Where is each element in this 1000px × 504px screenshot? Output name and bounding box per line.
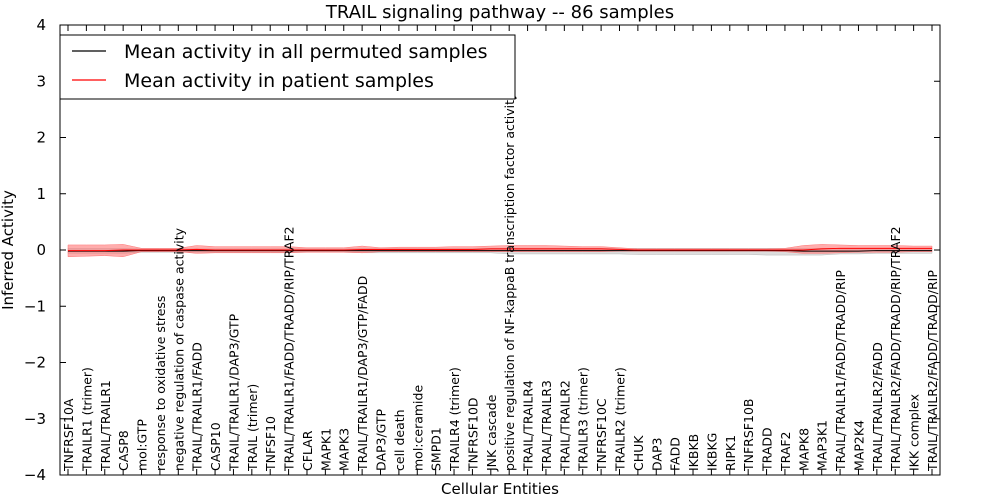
y-tick-label: 4	[36, 16, 46, 34]
y-tick-label: 2	[36, 129, 46, 147]
x-axis-label: Cellular Entities	[441, 480, 559, 498]
legend: Mean activity in all permuted samples Me…	[59, 34, 516, 100]
x-tick-label: positive regulation of NF-kappaB transcr…	[502, 92, 517, 471]
x-tick-label: FADD	[668, 437, 683, 471]
y-tick-label: 1	[36, 185, 46, 203]
x-tick-label: SMPD1	[429, 427, 444, 471]
x-tick-label: TRAILR4 (trimer)	[447, 367, 462, 472]
x-tick-label: CFLAR	[300, 430, 315, 471]
x-tick-label: RIPK1	[723, 435, 738, 471]
x-tick-label: MAPK3	[337, 428, 352, 471]
y-axis-ticks: 4 3 2 1 0 −1 −2 −3 −4	[24, 16, 940, 484]
x-tick-label: TRAIL/TRAILR1/DAP3/GTP/FADD	[355, 276, 370, 472]
x-tick-label: IKBKB	[686, 434, 701, 471]
y-tick-label: −4	[24, 466, 46, 484]
x-tick-label: JNK cascade	[484, 394, 499, 472]
x-tick-label: TRAIL/TRAILR1/DAP3/GTP	[226, 313, 241, 472]
x-tick-label: response to oxidative stress	[153, 296, 168, 471]
legend-label-permuted: Mean activity in all permuted samples	[124, 41, 487, 63]
x-tick-label: TRAIL/TRAILR3	[539, 380, 554, 472]
x-tick-label: DAP3/GTP	[374, 408, 389, 471]
x-tick-label: MAP3K1	[815, 420, 830, 471]
chart-title: TRAIL signaling pathway -- 86 samples	[325, 2, 674, 23]
x-tick-label: TRAIL/TRAILR1/FADD/TRADD/RIP/TRAF2	[282, 226, 297, 472]
x-tick-label: TNFRSF10D	[465, 397, 480, 472]
x-tick-label: CHUK	[631, 435, 646, 471]
x-tick-label: negative regulation of caspase activity	[171, 227, 186, 471]
permuted-mean-line	[68, 250, 932, 252]
patient-mean-line	[68, 247, 932, 252]
x-tick-label: TRAIL/TRAILR4	[521, 380, 536, 472]
y-axis-label: Inferred Activity	[0, 190, 17, 310]
series-lines	[68, 247, 932, 252]
legend-box	[59, 34, 516, 100]
x-tick-label: TRAIL/TRAILR2	[557, 380, 572, 472]
y-tick-label: −3	[24, 410, 46, 428]
x-tick-label: TRADD	[760, 427, 775, 472]
x-tick-label: TRAIL/TRAILR1/FADD	[190, 342, 205, 472]
x-tick-label: TNFSF10	[263, 416, 278, 472]
x-axis-ticks	[67, 25, 933, 475]
y-tick-label: −2	[24, 354, 46, 372]
x-tick-label: TRAF2	[778, 431, 793, 472]
x-tick-label: TNFRSF10A	[61, 398, 76, 472]
x-tick-label: TRAIL (trimer)	[245, 384, 260, 472]
x-tick-label: MAPK1	[318, 428, 333, 471]
x-tick-label: TRAILR2 (trimer)	[612, 367, 627, 472]
x-tick-label: cell death	[392, 409, 407, 471]
x-tick-label: IKK complex	[907, 394, 922, 471]
y-tick-label: −1	[24, 297, 46, 315]
x-tick-label: TRAILR3 (trimer)	[576, 367, 591, 472]
y-tick-label: 3	[36, 72, 46, 90]
x-tick-label: TRAIL/TRAILR1	[98, 380, 113, 472]
y-tick-label: 0	[36, 241, 46, 259]
x-tick-label: DAP3	[649, 438, 664, 471]
x-tick-label: TRAIL/TRAILR2/FADD/TRADD/RIP	[925, 270, 940, 472]
x-tick-label: MAPK8	[796, 428, 811, 471]
x-tick-label: TNFRSF10B	[741, 399, 756, 472]
x-tick-label: mol:GTP	[135, 419, 150, 471]
x-tick-label: TNFRSF10C	[594, 398, 609, 472]
x-tick-label: CASP10	[208, 422, 223, 471]
x-tick-label: MAP2K4	[851, 420, 866, 471]
x-tick-label: TRAILR1 (trimer)	[79, 367, 94, 472]
x-tick-label: TRAIL/TRAILR2/FADD	[870, 342, 885, 472]
legend-label-patient: Mean activity in patient samples	[124, 70, 434, 92]
x-tick-label: TRAIL/TRAILR1/FADD/TRADD/RIP	[833, 270, 848, 472]
x-tick-label: CASP8	[116, 430, 131, 471]
x-tick-label: TRAIL/TRAILR2/FADD/TRADD/RIP/TRAF2	[888, 226, 903, 472]
x-tick-label: mol:ceramide	[410, 385, 425, 471]
x-tick-label: IKBKG	[704, 433, 719, 471]
